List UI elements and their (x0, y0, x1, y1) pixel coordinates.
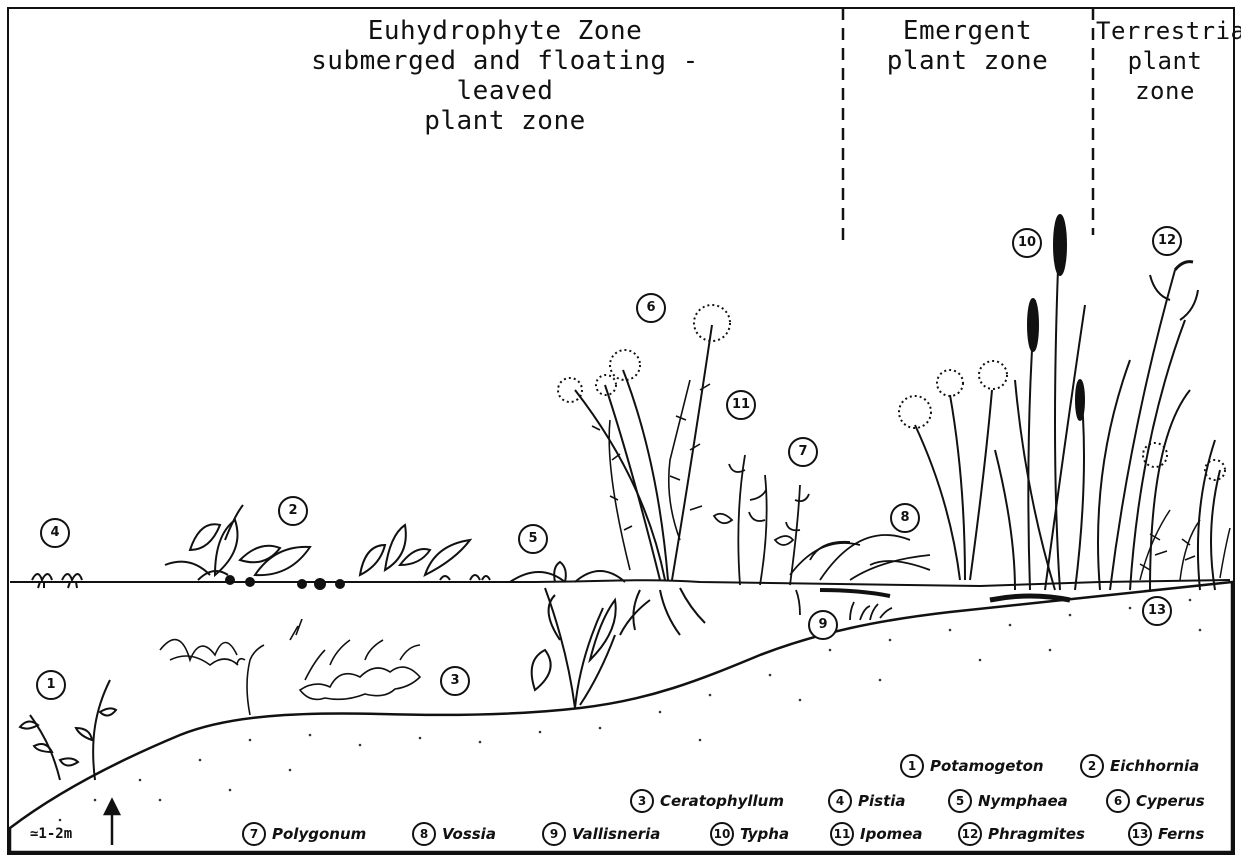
callout-cyperus: 6 (636, 293, 666, 323)
legend-number: 1 (900, 754, 924, 778)
zone-title-line: Terrestrial (1096, 16, 1234, 46)
legend-number: 7 (242, 822, 266, 846)
legend-label: Eichhornia (1110, 757, 1199, 775)
legend-label: Phragmites (988, 825, 1085, 843)
legend-item: 13 Ferns (1128, 822, 1204, 846)
callout-phragmites: 12 (1152, 226, 1182, 256)
legend-item: 12 Phragmites (958, 822, 1085, 846)
zone-title-emergent: Emergent plant zone (880, 16, 1055, 76)
legend-label: Ceratophyllum (660, 792, 784, 810)
legend-label: Vossia (442, 825, 496, 843)
legend-item: 8 Vossia (412, 822, 496, 846)
legend-label: Ipomea (860, 825, 923, 843)
legend-number: 6 (1106, 789, 1130, 813)
callout-pistia: 4 (40, 518, 70, 548)
legend-number: 12 (958, 822, 982, 846)
callout-typha: 10 (1012, 228, 1042, 258)
legend-item: 6 Cyperus (1106, 789, 1205, 813)
phragmites-plants (1098, 262, 1225, 590)
legend-number: 13 (1128, 822, 1152, 846)
nymphaea-plant (510, 562, 625, 708)
legend-number: 8 (412, 822, 436, 846)
callout-ferns: 13 (1142, 596, 1172, 626)
legend-number: 10 (710, 822, 734, 846)
zone-title-line: plant zone (880, 46, 1055, 76)
legend-number: 5 (948, 789, 972, 813)
eichhornia-plants (165, 505, 490, 589)
vossia-plants (790, 535, 930, 596)
legend-number: 3 (630, 789, 654, 813)
legend-number: 11 (830, 822, 854, 846)
legend-label: Nymphaea (978, 792, 1068, 810)
callout-vallisneria: 9 (808, 610, 838, 640)
callout-ipomea: 11 (726, 390, 756, 420)
legend-item: 1 Potamogeton (900, 754, 1044, 778)
zone-title-line: Emergent (880, 16, 1055, 46)
zone-title-terrestrial: Terrestrial plant zone (1096, 16, 1234, 106)
depth-scale-label: ≃1-2m (30, 826, 72, 842)
ceratophyllum-plants (160, 619, 420, 715)
legend-item: 2 Eichhornia (1080, 754, 1199, 778)
legend-item: 3 Ceratophyllum (630, 789, 784, 813)
callout-potamogeton: 1 (36, 670, 66, 700)
polygonum-plants (714, 455, 809, 585)
legend-label: Ferns (1158, 825, 1204, 843)
zone-title-line: Euhydrophyte Zone (270, 16, 740, 46)
potamogeton-plant (20, 680, 116, 780)
legend-item: 11 Ipomea (830, 822, 923, 846)
legend-label: Polygonum (272, 825, 366, 843)
legend-item: 10 Typha (710, 822, 789, 846)
zone-title-line: submerged and floating - leaved (270, 46, 740, 106)
legend-number: 9 (542, 822, 566, 846)
legend-item: 9 Vallisneria (542, 822, 660, 846)
callout-nymphaea: 5 (518, 524, 548, 554)
legend-label: Cyperus (1136, 792, 1205, 810)
callout-eichhornia: 2 (278, 496, 308, 526)
zone-title-euhydrophyte: Euhydrophyte Zone submerged and floating… (270, 16, 740, 136)
legend-label: Vallisneria (572, 825, 660, 843)
zone-title-line: plant zone (1096, 46, 1234, 106)
legend-label: Pistia (858, 792, 906, 810)
callout-polygonum: 7 (788, 437, 818, 467)
legend-number: 4 (828, 789, 852, 813)
legend-item: 7 Polygonum (242, 822, 366, 846)
legend-item: 5 Nymphaea (948, 789, 1068, 813)
legend-label: Typha (740, 825, 789, 843)
legend-item: 4 Pistia (828, 789, 906, 813)
legend-number: 2 (1080, 754, 1104, 778)
legend-label: Potamogeton (930, 757, 1044, 775)
typha-plants (990, 215, 1085, 600)
zone-title-line: plant zone (270, 106, 740, 136)
callout-vossia: 8 (890, 503, 920, 533)
callout-ceratophyllum: 3 (440, 666, 470, 696)
